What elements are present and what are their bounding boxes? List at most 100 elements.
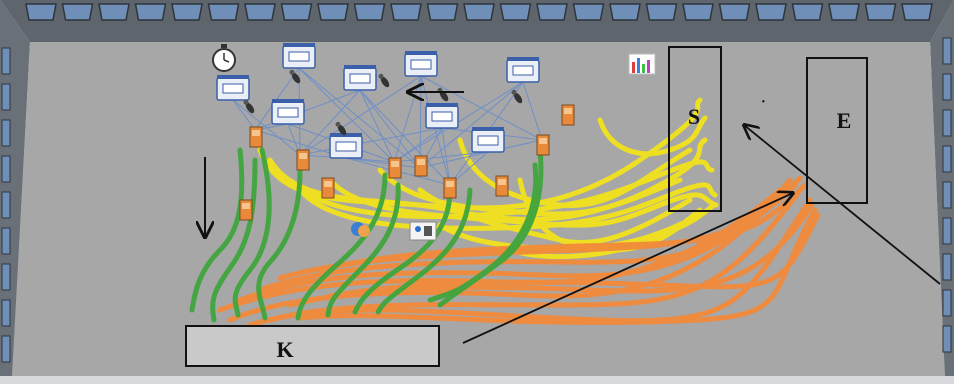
station-link (345, 157, 421, 169)
top-window (755, 3, 787, 21)
top-windows (25, 3, 933, 21)
top-window (791, 3, 824, 21)
right-window (942, 253, 952, 281)
buffer-icon (249, 126, 263, 148)
right-window (942, 37, 952, 65)
worker-icon (335, 121, 347, 136)
right-window (942, 73, 952, 101)
station-link (299, 127, 443, 156)
workstation-icon (329, 133, 363, 159)
top-window (353, 3, 386, 21)
workstation-icon (471, 127, 505, 153)
small-mark: · (760, 91, 767, 113)
side-windows (1, 37, 952, 363)
yellow-path (277, 159, 715, 220)
top-window (426, 3, 459, 21)
top-window (901, 3, 933, 21)
zone-e-label: E (837, 108, 852, 133)
right-window (942, 181, 952, 209)
left-window (1, 335, 11, 363)
zone-e-box (806, 57, 868, 204)
stopwatch-icon (212, 44, 236, 72)
workstation-icon (343, 65, 377, 91)
right-window (942, 289, 952, 317)
buffer-icon (239, 199, 253, 221)
workstation-icon (282, 43, 316, 69)
station-link (420, 75, 451, 186)
green-path (232, 147, 272, 318)
left-window (1, 83, 11, 111)
top-window (645, 3, 678, 21)
station-link (419, 151, 489, 169)
buffer-icon (414, 155, 428, 177)
top-window (828, 3, 860, 21)
top-window (390, 3, 422, 21)
left-window (1, 299, 11, 327)
green-path (295, 172, 388, 321)
orange-path (217, 187, 783, 313)
green-path (375, 187, 473, 315)
workstation-icon (506, 57, 540, 83)
station-link (393, 151, 489, 163)
station-link (393, 127, 443, 163)
top-window (171, 3, 203, 21)
orange-path (317, 182, 808, 273)
workstation-icon (271, 99, 305, 125)
top-window (499, 3, 532, 21)
top-window (244, 3, 276, 21)
chart-icon (628, 53, 656, 75)
left-window (1, 155, 11, 183)
buffer-icon (536, 134, 550, 156)
top-window (572, 3, 605, 21)
station-link (299, 89, 361, 156)
top-window (317, 3, 349, 21)
top-window (864, 3, 897, 21)
station-link (298, 67, 421, 169)
station-link (298, 67, 395, 163)
zone-s-box (668, 46, 722, 212)
robot-icon (409, 221, 437, 241)
station-link (522, 81, 543, 141)
top-window (280, 3, 313, 21)
buffer-icon (443, 177, 457, 199)
workstation-icon (425, 103, 459, 129)
top-window (98, 3, 130, 21)
top-wall (0, 0, 954, 42)
workstation-icon (404, 51, 438, 77)
workstations (216, 43, 540, 159)
top-window (25, 3, 57, 21)
buffer-icon (495, 175, 509, 197)
worker-icon (289, 69, 301, 84)
top-window (207, 3, 240, 21)
station-link (359, 89, 421, 169)
diagonal-arrow-from-k (462, 193, 793, 344)
zone-k-box (185, 325, 440, 367)
right-window (942, 325, 952, 353)
right-window (942, 145, 952, 173)
buffer-icon (296, 149, 310, 171)
left-window (1, 119, 11, 147)
orange-path (297, 207, 818, 325)
green-path (210, 157, 258, 323)
diagonal-arrow-to-s (744, 125, 941, 285)
orange-path (327, 212, 821, 299)
top-window (61, 3, 94, 21)
connector-icon (351, 222, 370, 237)
zone-s-label: S (688, 104, 700, 129)
right-window (942, 109, 952, 137)
buffer-icon (561, 104, 575, 126)
bottom-edge (0, 376, 954, 384)
buffers (239, 104, 575, 221)
left-window (1, 263, 11, 291)
green-path (427, 162, 539, 303)
top-window (682, 3, 714, 21)
green-flow-paths (189, 147, 544, 323)
buffer-icon (388, 157, 402, 179)
top-window (536, 3, 568, 21)
buffer-icon (321, 177, 335, 199)
left-window (1, 191, 11, 219)
yellow-path (457, 137, 693, 209)
station-link (299, 75, 422, 156)
zone-k-label: K (276, 337, 293, 362)
